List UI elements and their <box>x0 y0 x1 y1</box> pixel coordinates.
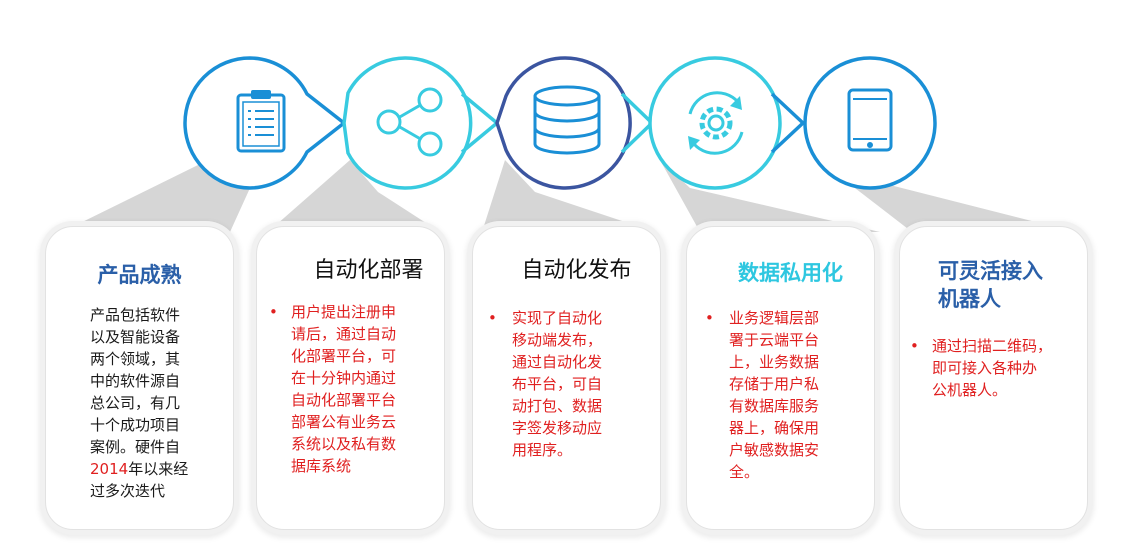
card-body: 通过扫描二维码， 即可接入各种办 公机器人。 <box>932 335 1084 401</box>
card-auto-deploy: 自动化部署 • 用户提出注册申 请后，通过自动 化部署平台，可 在十分钟内通过 … <box>256 226 445 530</box>
body-line: 据库系统 <box>291 457 352 475</box>
card-title: 自动化部署 <box>313 258 424 283</box>
card-title: 可灵活接入 机器人 <box>938 257 1088 313</box>
body-line: 全。 <box>729 463 760 481</box>
body-line: 用户提出注册申 <box>291 303 397 321</box>
body-line: 产品包括软件 <box>90 306 181 324</box>
clipboard-icon <box>236 90 286 153</box>
card-body: 业务逻辑层部 署于云端平台 上，业务数据 存储于用户私 有数据库服务 器上，确保… <box>729 307 873 483</box>
card-body: 实现了自动化 移动端发布， 通过自动化发 布平台，可自 动打包、数据 字签发移动… <box>512 307 658 461</box>
year-suffix: 年以来经 <box>128 460 189 478</box>
gear-sync-icon <box>688 91 744 155</box>
body-line: 在十分钟内通过 <box>291 369 397 387</box>
node-5 <box>803 56 937 190</box>
share-icon <box>376 87 443 157</box>
body-line: 部署公有业务云 <box>291 413 397 431</box>
card-title: 数据私用化 <box>738 261 843 285</box>
body-line: 十个成功项目 <box>90 416 181 434</box>
bullet-dot: • <box>910 337 919 355</box>
body-line: 存储于用户私 <box>729 375 820 393</box>
body-line: 案例。硬件自 <box>90 438 181 456</box>
bullet-dot: • <box>488 309 497 327</box>
body-line: 以及智能设备 <box>90 328 181 346</box>
card-title: 自动化发布 <box>521 258 632 283</box>
funnel-3 <box>482 160 655 232</box>
body-line: 用程序。 <box>512 441 573 459</box>
body-line: 2014年以来经 <box>90 458 230 480</box>
body-line: 移动端发布， <box>512 331 603 349</box>
body-line: 字签发移动应 <box>512 419 603 437</box>
title-line: 可灵活接入 <box>938 259 1043 283</box>
body-line: 通过扫描二维码， <box>932 337 1053 355</box>
body-line: 署于云端平台 <box>729 331 820 349</box>
body-line: 器上，确保用 <box>729 419 820 437</box>
body-line: 上，业务数据 <box>729 353 820 371</box>
body-line: 户敏感数据安 <box>729 441 820 459</box>
body-line: 业务逻辑层部 <box>729 309 820 327</box>
node-4 <box>648 56 806 190</box>
body-line: 有数据库服务 <box>729 397 820 415</box>
body-line: 中的软件源自 <box>90 372 181 390</box>
card-body: 产品包括软件 以及智能设备 两个领域，其 中的软件源自 总公司，有几 十个成功项… <box>90 304 230 502</box>
database-icon <box>533 85 601 155</box>
body-line: 过多次迭代 <box>90 482 166 500</box>
title-line: 机器人 <box>938 287 1001 311</box>
body-line: 实现了自动化 <box>512 309 603 327</box>
body-line: 自动化部署平台 <box>291 391 397 409</box>
funnel-5 <box>838 175 1075 232</box>
funnel-2 <box>268 160 440 232</box>
bullet-dot: • <box>269 303 278 321</box>
body-line: 通过自动化发 <box>512 353 603 371</box>
body-line: 化部署平台，可 <box>291 347 397 365</box>
node-2 <box>342 56 500 190</box>
body-line: 公机器人。 <box>932 381 1008 399</box>
body-line: 即可接入各种办 <box>932 359 1038 377</box>
body-line: 动打包、数据 <box>512 397 603 415</box>
card-auto-release: 自动化发布 • 实现了自动化 移动端发布， 通过自动化发 布平台，可自 动打包、… <box>472 226 661 530</box>
card-data-private: 数据私用化 • 业务逻辑层部 署于云端平台 上，业务数据 存储于用户私 有数据库… <box>686 226 875 530</box>
year-text: 2014 <box>90 460 129 478</box>
bullet-dot: • <box>705 309 714 327</box>
card-body: 用户提出注册申 请后，通过自动 化部署平台，可 在十分钟内通过 自动化部署平台 … <box>291 301 441 477</box>
node-3 <box>495 56 655 190</box>
funnel-4 <box>660 160 880 232</box>
body-line: 系统以及私有数 <box>291 435 397 453</box>
funnel-1 <box>62 165 250 232</box>
tablet-icon <box>847 88 893 152</box>
body-line: 布平台，可自 <box>512 375 603 393</box>
body-line: 两个领域，其 <box>90 350 181 368</box>
body-line: 请后，通过自动 <box>291 325 397 343</box>
card-robot-access: 可灵活接入 机器人 • 通过扫描二维码， 即可接入各种办 公机器人。 <box>899 226 1088 530</box>
body-line: 总公司，有几 <box>90 394 181 412</box>
card-product-mature: 产品成熟 产品包括软件 以及智能设备 两个领域，其 中的软件源自 总公司，有几 … <box>45 226 234 530</box>
card-title: 产品成熟 <box>97 263 182 287</box>
